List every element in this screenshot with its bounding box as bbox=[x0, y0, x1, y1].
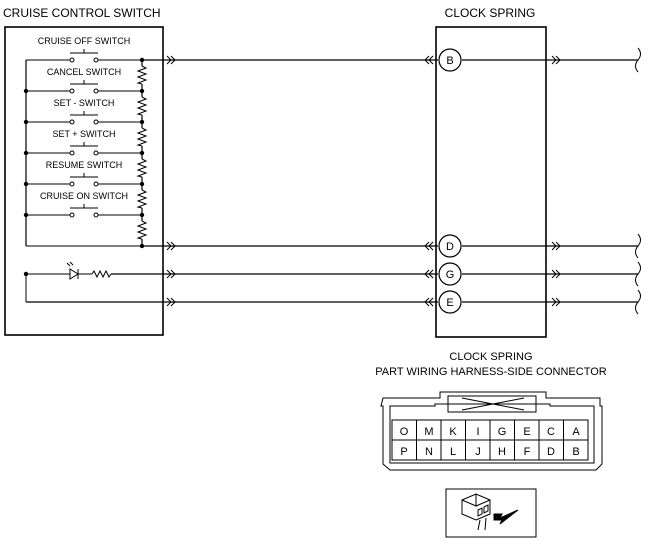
resistor-icon bbox=[91, 269, 112, 279]
pin-label: J bbox=[475, 446, 481, 458]
clock-spring-title: CLOCK SPRING bbox=[445, 6, 536, 20]
terminal-d: D bbox=[438, 234, 462, 258]
pin-label: E bbox=[523, 426, 530, 438]
wire-g bbox=[23, 261, 641, 287]
resistor-icon bbox=[136, 65, 148, 240]
switch-label: CRUISE OFF SWITCH bbox=[38, 36, 131, 46]
pin-label: P bbox=[400, 446, 407, 458]
pin-label: B bbox=[572, 446, 579, 458]
terminal-e: E bbox=[438, 290, 462, 314]
pin-label: M bbox=[424, 426, 433, 438]
switch-label: SET - SWITCH bbox=[54, 98, 115, 108]
pin-label: D bbox=[547, 446, 555, 458]
switch-ladder: CRUISE OFF SWITCH CANCEL SWITCH SET - SW… bbox=[26, 36, 142, 247]
wire-b bbox=[142, 47, 641, 73]
svg-text:G: G bbox=[446, 269, 455, 281]
switch-label: SET + SWITCH bbox=[52, 129, 115, 139]
connector-title-line2: PART WIRING HARNESS-SIDE CONNECTOR bbox=[375, 366, 606, 378]
wire-e bbox=[25, 274, 641, 315]
cruise-control-switch-title: CRUISE CONTROL SWITCH bbox=[3, 6, 161, 20]
svg-text:B: B bbox=[446, 55, 453, 67]
harness-side-connector: O M K I G E C A P N L J H F D B bbox=[380, 391, 603, 471]
pin-label: F bbox=[524, 446, 531, 458]
pin-label: A bbox=[572, 426, 580, 438]
terminal-g: G bbox=[438, 262, 462, 286]
pin-label: I bbox=[476, 426, 479, 438]
terminal-b: B bbox=[438, 48, 462, 72]
svg-text:D: D bbox=[446, 241, 454, 253]
pin-label: O bbox=[400, 426, 409, 438]
clock-spring-box bbox=[435, 26, 547, 338]
wire-d bbox=[142, 233, 641, 259]
pin-label: L bbox=[450, 446, 456, 458]
switch-label: CRUISE ON SWITCH bbox=[40, 191, 128, 201]
connector-title-line1: CLOCK SPRING bbox=[449, 351, 532, 363]
pin-label: N bbox=[425, 446, 433, 458]
svg-text:E: E bbox=[446, 297, 453, 309]
led-icon bbox=[66, 261, 79, 280]
pin-label: C bbox=[547, 426, 555, 438]
switch-label: RESUME SWITCH bbox=[46, 160, 123, 170]
harness-side-view-icon bbox=[445, 488, 537, 538]
pin-label: H bbox=[498, 446, 506, 458]
pin-label: K bbox=[449, 426, 457, 438]
junction-dots bbox=[23, 57, 145, 249]
switch-label: CANCEL SWITCH bbox=[47, 67, 121, 77]
pin-label: G bbox=[498, 426, 507, 438]
cruise-control-switch-box bbox=[4, 26, 164, 336]
